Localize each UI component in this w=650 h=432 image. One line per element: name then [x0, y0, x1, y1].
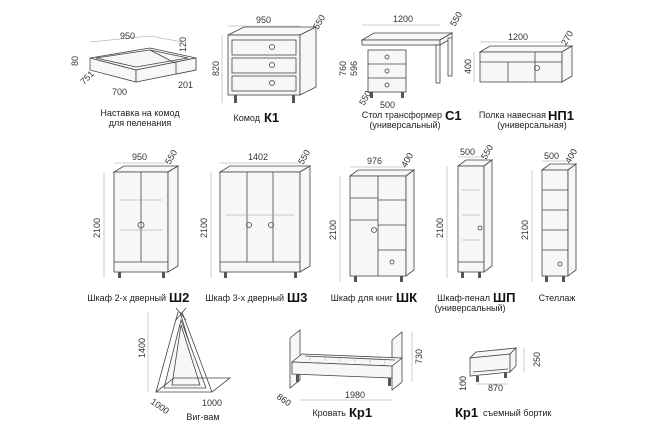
dim-width: 950 [256, 15, 271, 25]
dim-depth: 1000 [149, 396, 171, 416]
dim-depth: 270 [559, 29, 575, 47]
caption-line2: (универсальный) [434, 303, 505, 313]
item-krovat: 1980 730 860 Кровать Кр1 [275, 329, 424, 420]
dim-width: 860 [275, 391, 293, 408]
dim-height: 2100 [328, 220, 338, 240]
dim-height: 730 [414, 349, 424, 364]
dim-height: 2100 [92, 218, 102, 238]
dim-width: 950 [132, 152, 147, 162]
dim-length: 870 [488, 383, 503, 393]
dim-width: 1200 [508, 32, 528, 42]
caption-line1: Наставка на комод [100, 108, 180, 118]
dim-depth: 550 [479, 143, 495, 161]
dim-width: 1402 [248, 152, 268, 162]
dim-height: 100 [458, 376, 468, 391]
dim-height: 400 [463, 59, 473, 74]
dim-width: 1000 [202, 398, 222, 408]
code: К1 [264, 110, 279, 125]
dim-depth: 550 [448, 10, 464, 28]
code: Кр1 [455, 405, 478, 420]
item-stol: 1200 550 760 596 500 550 Стол трансформе… [338, 10, 464, 130]
dim-side: 120 [178, 37, 188, 52]
dim-height: 1400 [137, 338, 147, 358]
dim-depth: 751 [78, 69, 96, 87]
dim-depth: 400 [563, 147, 579, 165]
dim-depth: 550 [163, 148, 179, 166]
item-nastavka: 950 80 120 751 700 201 Наставка на комод… [70, 31, 197, 128]
caption-line2: для пеленания [109, 118, 172, 128]
item-shkafknig: 976 400 2100 Шкаф для книг ШК [328, 151, 417, 305]
caption-line1: Шкаф для книг [331, 293, 394, 303]
dim-width: 1200 [393, 14, 413, 24]
caption-line2: съемный бортик [483, 408, 551, 418]
code: Ш2 [169, 290, 189, 305]
item-penal: 500 550 2100 Шкаф-пенал ШП (универсальны… [434, 143, 515, 313]
item-stellazh: 500 400 2100 Стеллаж [520, 147, 579, 303]
item-polka: 1200 270 400 Полка навесная НП1 (универс… [463, 29, 575, 130]
caption-line1: Стеллаж [539, 293, 576, 303]
dim-depth: 550 [311, 13, 327, 31]
caption-line1: Шкаф 2-х дверный [87, 293, 166, 303]
dim-cabinet-height: 596 [349, 61, 359, 76]
dim-width: 500 [460, 147, 475, 157]
item-shkaf3: 1402 550 2100 Шкаф 3-х дверный Ш3 [199, 148, 312, 305]
dim-depth: 400 [399, 151, 415, 169]
caption-line1: Кровать [312, 408, 346, 418]
code: НП1 [548, 108, 574, 123]
dim-total-height: 250 [532, 352, 542, 367]
dim-height: 2100 [520, 220, 530, 240]
dim-width: 950 [120, 31, 135, 41]
dim-inner: 700 [112, 87, 127, 97]
dim-width: 976 [367, 156, 382, 166]
dim-height: 820 [211, 61, 221, 76]
dim-depth: 550 [296, 148, 312, 166]
dim-height: 2100 [199, 218, 209, 238]
dim-height: 80 [70, 56, 80, 66]
caption-line1: Полка навесная [479, 110, 546, 120]
dim-height: 2100 [435, 218, 445, 238]
caption-line1: Виг-вам [186, 412, 219, 422]
caption-line1: Шкаф-пенал [437, 293, 490, 303]
dim-height: 760 [338, 61, 348, 76]
item-vigvam: 1400 1000 1000 Виг-вам [137, 307, 232, 422]
caption-line2: (универсальный) [369, 120, 440, 130]
caption-line2: (универсальная) [497, 120, 566, 130]
dim-width: 500 [544, 151, 559, 161]
code: Ш3 [287, 290, 307, 305]
code: Кр1 [349, 405, 372, 420]
caption-line1: Стол трансформер [362, 110, 442, 120]
code: ШК [396, 290, 417, 305]
caption-line1: Комод [234, 113, 261, 123]
code: С1 [445, 108, 462, 123]
item-bortik: 870 100 250 Кр1 съемный бортик [455, 347, 551, 420]
dim-compartment: 201 [178, 80, 193, 90]
code: ШП [493, 290, 515, 305]
dim-cabinet-width: 500 [380, 100, 395, 110]
caption-line1: Шкаф 3-х дверный [205, 293, 284, 303]
item-komod: 950 550 820 Комод К1 [211, 13, 327, 125]
dim-length: 1980 [345, 390, 365, 400]
item-shkaf2: 950 550 2100 Шкаф 2-х дверный Ш2 [87, 148, 189, 305]
